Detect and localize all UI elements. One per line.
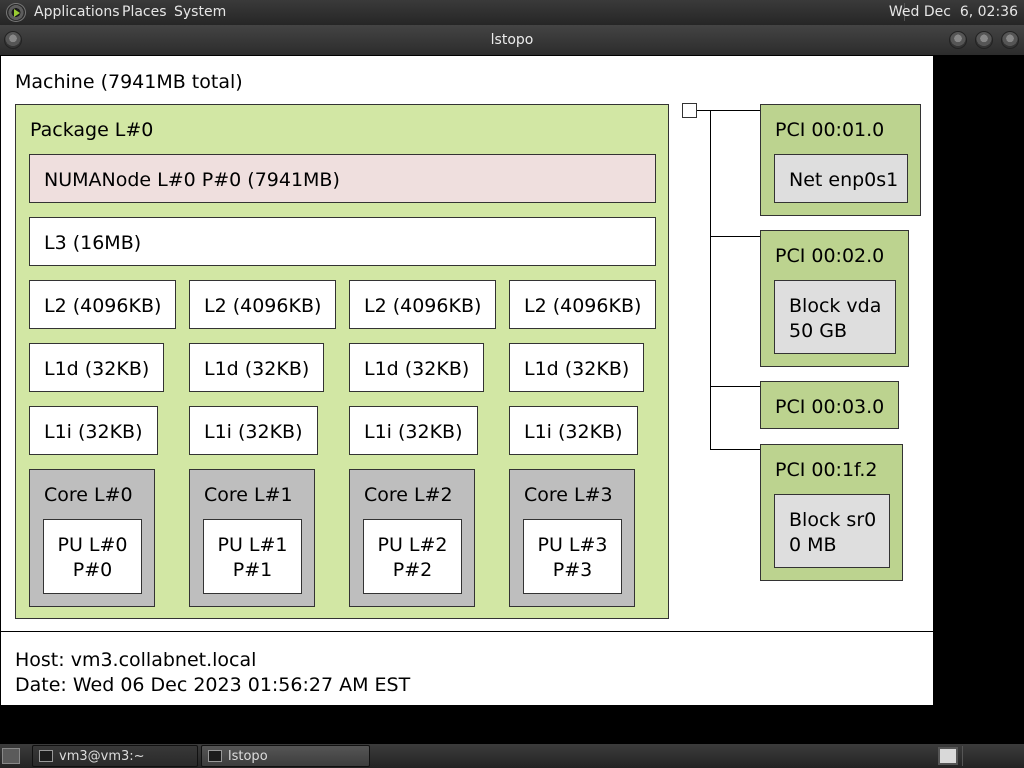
os-device-box: Net enp0s1 (774, 154, 908, 203)
top-panel: Applications Places System Wed Dec 6, 02… (0, 0, 1024, 25)
l1d-cache-box: L1d (32KB) (509, 343, 644, 392)
l1i-cache-label: L1i (32KB) (524, 421, 623, 443)
connector-line (697, 110, 711, 111)
window-titlebar[interactable]: lstopo (0, 25, 1024, 55)
menu-system[interactable]: System (174, 4, 227, 20)
l1i-cache-label: L1i (32KB) (364, 421, 463, 443)
pci-label: PCI 00:03.0 (775, 396, 885, 418)
topology-canvas: Machine (7941MB total) Package L#0 NUMAN… (0, 55, 934, 706)
taskbar: vm3@vm3:~ lstopo (0, 744, 1024, 768)
l2-cache-box: L2 (4096KB) (189, 280, 336, 329)
legend-box: Host: vm3.collabnet.local Date: Wed 06 D… (0, 631, 934, 706)
connector-line (710, 449, 760, 450)
menu-places[interactable]: Places (122, 4, 167, 20)
maximize-button[interactable] (975, 31, 993, 49)
connector-line (710, 386, 760, 387)
core-label: Core L#2 (364, 484, 453, 506)
core-label: Core L#1 (204, 484, 293, 506)
l1i-cache-label: L1i (32KB) (204, 421, 303, 443)
numa-node-label: NUMANode L#0 P#0 (7941MB) (44, 169, 340, 191)
desktop-background (934, 55, 1024, 744)
package-box: Package L#0 NUMANode L#0 P#0 (7941MB) L3… (15, 104, 669, 619)
l1i-cache-label: L1i (32KB) (44, 421, 143, 443)
core-label: Core L#0 (44, 484, 133, 506)
package-label: Package L#0 (30, 119, 154, 141)
show-desktop-icon[interactable] (2, 748, 20, 764)
host-bridge-box (682, 103, 697, 118)
window-title: lstopo (490, 32, 534, 48)
l2-cache-box: L2 (4096KB) (29, 280, 176, 329)
l2-cache-box: L2 (4096KB) (349, 280, 496, 329)
l1d-cache-label: L1d (32KB) (44, 358, 150, 380)
date-label: Date: Wed 06 Dec 2023 01:56:27 AM EST (15, 674, 411, 696)
l1i-cache-box: L1i (32KB) (29, 406, 158, 455)
l2-cache-box: L2 (4096KB) (509, 280, 656, 329)
host-label: Host: vm3.collabnet.local (15, 649, 257, 671)
task-terminal[interactable]: vm3@vm3:~ (32, 745, 198, 767)
pci-device-box: PCI 00:01.0 Net enp0s1 (760, 104, 921, 216)
window-icon (208, 750, 222, 762)
terminal-icon (39, 750, 53, 762)
minimize-button[interactable] (949, 31, 967, 49)
numa-node-box: NUMANode L#0 P#0 (7941MB) (29, 154, 656, 203)
l2-cache-label: L2 (4096KB) (44, 295, 162, 317)
panel-separator (904, 3, 906, 21)
pci-device-box: PCI 00:03.0 (760, 381, 899, 429)
l1d-cache-box: L1d (32KB) (29, 343, 164, 392)
core-label: Core L#3 (524, 484, 613, 506)
l2-cache-label: L2 (4096KB) (524, 295, 642, 317)
os-device-label: Net enp0s1 (789, 169, 899, 191)
distro-logo-icon[interactable] (6, 3, 26, 22)
pci-label: PCI 00:02.0 (775, 245, 885, 267)
clock[interactable]: Wed Dec 6, 02:36 (888, 4, 1018, 20)
task-lstopo[interactable]: lstopo (201, 745, 370, 767)
l1d-cache-label: L1d (32KB) (204, 358, 310, 380)
pci-label: PCI 00:1f.2 (775, 459, 878, 481)
desktop-background (0, 706, 934, 744)
close-button[interactable] (1001, 31, 1019, 49)
connector-line (710, 110, 760, 111)
pci-label: PCI 00:01.0 (775, 119, 885, 141)
workspace-switcher[interactable] (938, 747, 958, 765)
l3-cache-label: L3 (16MB) (44, 232, 142, 254)
l1i-cache-box: L1i (32KB) (509, 406, 638, 455)
l2-cache-label: L2 (4096KB) (204, 295, 322, 317)
l1i-cache-box: L1i (32KB) (349, 406, 478, 455)
l3-cache-box: L3 (16MB) (29, 217, 656, 266)
connector-line (710, 110, 711, 450)
l1d-cache-label: L1d (32KB) (524, 358, 630, 380)
panel-separator (962, 746, 1020, 766)
l1i-cache-box: L1i (32KB) (189, 406, 318, 455)
l1d-cache-box: L1d (32KB) (349, 343, 484, 392)
machine-label: Machine (7941MB total) (15, 71, 243, 93)
task-label: lstopo (228, 749, 268, 764)
l1d-cache-box: L1d (32KB) (189, 343, 324, 392)
window-menu-button[interactable] (4, 31, 22, 49)
task-label: vm3@vm3:~ (59, 749, 145, 764)
l2-cache-label: L2 (4096KB) (364, 295, 482, 317)
connector-line (710, 236, 760, 237)
menu-applications[interactable]: Applications (34, 4, 120, 20)
l1d-cache-label: L1d (32KB) (364, 358, 470, 380)
